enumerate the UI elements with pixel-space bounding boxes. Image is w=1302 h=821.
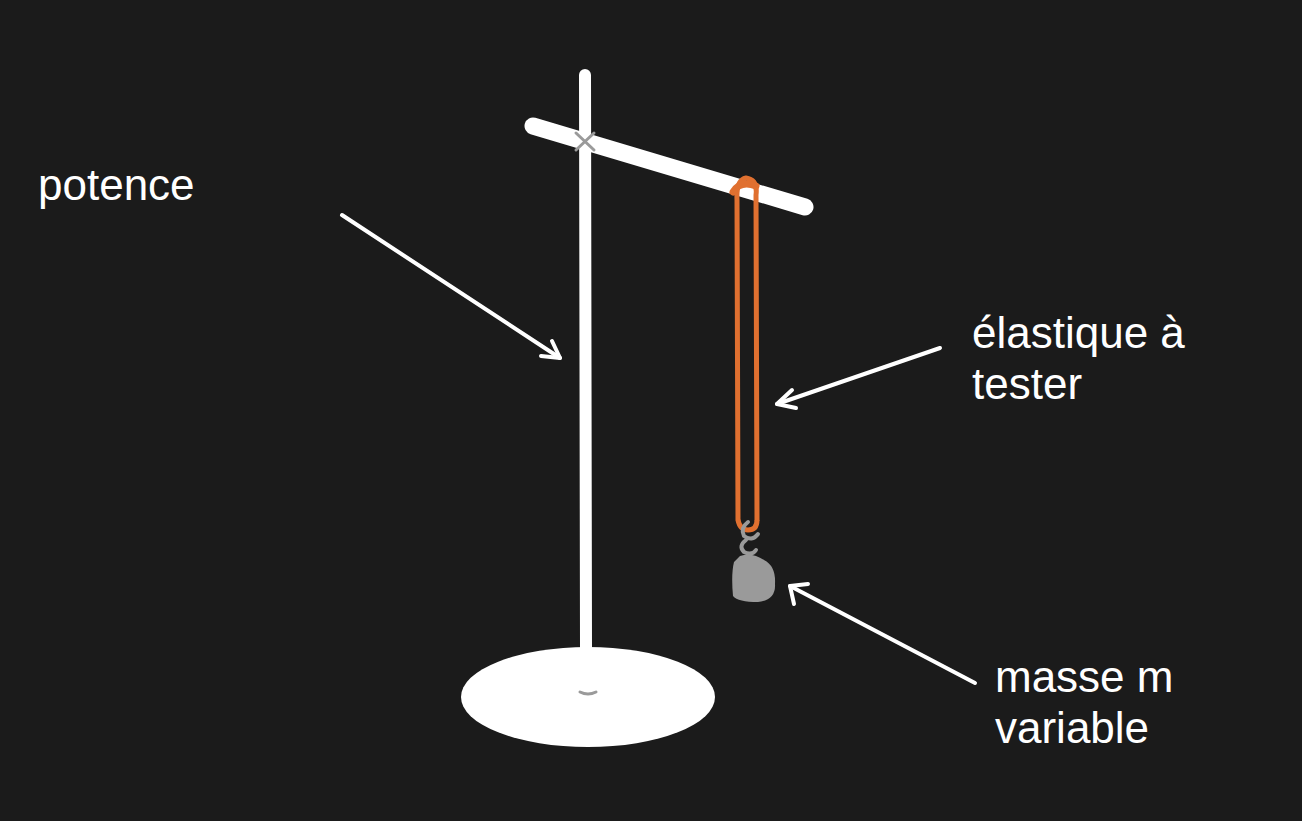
elastic-band: [737, 178, 757, 520]
mass: [732, 555, 775, 602]
base-mark: [580, 692, 596, 694]
cross-bar: [533, 126, 805, 207]
part-label: potence: [38, 160, 298, 211]
stand-base: [461, 647, 715, 747]
clamp-mark: [576, 133, 594, 150]
leader-arrowhead: [790, 584, 808, 604]
leader-line: [790, 586, 975, 683]
part-label: élastique à tester: [972, 308, 1282, 409]
part-label: masse m variable: [995, 652, 1245, 753]
leader-arrowhead: [777, 390, 796, 408]
elastic-knot: [733, 184, 756, 192]
mass-hook: [741, 522, 758, 554]
stand-pole: [585, 75, 586, 650]
leader-line: [342, 215, 560, 358]
leader-line: [777, 348, 940, 404]
leader-arrowhead: [541, 341, 560, 358]
